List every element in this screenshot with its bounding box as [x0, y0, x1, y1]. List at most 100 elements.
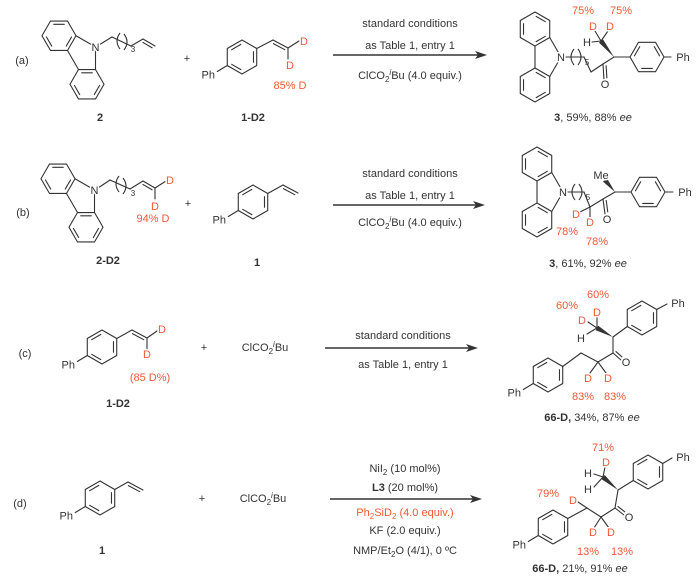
- deuterium-content: 78%: [586, 236, 608, 248]
- double-bond-inner: [131, 333, 145, 341]
- aromatic-bond: [631, 324, 642, 332]
- text-segment: , 61%, 92%: [555, 258, 614, 270]
- bond: [227, 209, 239, 218]
- bond: [116, 329, 133, 340]
- reagent-formula: ClCO2iBu: [242, 340, 289, 356]
- bond: [590, 63, 604, 73]
- aromatic-bond: [537, 226, 548, 234]
- aromatic-bond: [542, 513, 553, 521]
- text-segment: ee: [627, 412, 639, 424]
- double-bond: [602, 198, 606, 215]
- methyl-label: Me: [593, 170, 608, 182]
- benzene-ring: [630, 176, 666, 208]
- text-segment: 2: [269, 347, 274, 356]
- aromatic-bond: [89, 484, 100, 492]
- chain-repeat-count: 3: [131, 45, 136, 54]
- condition-ligand: L3 (20 mol%): [372, 482, 438, 494]
- double-bond-inner: [605, 199, 609, 213]
- deuterium-label: D: [166, 175, 174, 187]
- condition-line: standard conditions: [355, 330, 451, 342]
- text-segment: 2: [391, 550, 396, 559]
- text-segment: 2: [383, 468, 388, 477]
- benzene-ring: [532, 357, 564, 393]
- deuterium-content: 83%: [572, 391, 594, 403]
- bond: [593, 516, 602, 529]
- product-caption: 3, 59%, 88% ee: [554, 112, 632, 124]
- aromatic-bond: [65, 36, 73, 47]
- aromatic-bond: [537, 381, 548, 389]
- deuterium-content: 78%: [556, 226, 578, 238]
- deuterium-label: D: [300, 36, 308, 48]
- bond: [580, 352, 599, 363]
- bond: [656, 303, 668, 311]
- double-bond-inner: [617, 505, 626, 513]
- bond: [66, 49, 80, 71]
- close-paren: [577, 48, 582, 66]
- product-caption: 3, 61%, 92% ee: [549, 258, 627, 270]
- atom-o: O: [603, 214, 612, 226]
- benzene-ring: [237, 184, 269, 220]
- bond: [586, 507, 602, 518]
- aromatic-bond: [242, 208, 253, 216]
- hydrogen-label: H: [584, 468, 592, 480]
- aromatic-bond: [535, 35, 546, 43]
- aromatic-bond: [231, 63, 242, 71]
- open-paren: [116, 32, 121, 50]
- aromatic-bond: [637, 478, 648, 486]
- double-bond: [282, 184, 299, 194]
- carbazole-ring: [41, 20, 77, 52]
- carbazole-ring: [521, 146, 553, 182]
- text-segment: Bu (4.0 equiv.): [391, 70, 462, 82]
- arrowhead: [473, 201, 485, 209]
- benzene-ring: [537, 509, 569, 545]
- atom-n: N: [92, 42, 100, 54]
- bond: [287, 40, 300, 49]
- aromatic-bond: [72, 227, 80, 239]
- open-paren: [571, 183, 576, 201]
- aromatic-bond: [73, 84, 81, 96]
- bond: [597, 361, 607, 374]
- bond: [600, 507, 616, 518]
- atom-n: N: [91, 185, 99, 197]
- deuterium-content: 85% D: [273, 80, 306, 92]
- deuterium-label: D: [589, 21, 597, 33]
- atom-n: N: [559, 187, 567, 199]
- double-bond-inner: [142, 183, 153, 191]
- bond: [600, 30, 609, 42]
- deuterium-label: D: [593, 307, 601, 319]
- bond: [577, 501, 588, 509]
- bond: [114, 481, 129, 491]
- plus-sign: +: [184, 53, 190, 65]
- condition-reagent: ClCO2iBu (4.0 equiv.): [358, 68, 462, 84]
- aromatic-bond: [44, 179, 52, 190]
- deuterium-content: 75%: [610, 5, 632, 17]
- double-bond-inner: [127, 485, 141, 493]
- bond: [154, 180, 167, 189]
- deuterium-content: 60%: [556, 300, 578, 312]
- deuterium-label: D: [569, 495, 577, 507]
- atom-o: O: [601, 79, 610, 91]
- bond: [662, 457, 673, 465]
- double-bond-inner: [282, 188, 296, 196]
- chain-repeat-count: 5: [585, 58, 590, 67]
- aromatic-bond: [64, 179, 72, 190]
- aromatic-bond: [242, 188, 253, 196]
- deuterium-label: D: [578, 315, 586, 327]
- condition-line: as Table 1, entry 1: [365, 190, 455, 202]
- bond: [74, 178, 96, 191]
- aromatic-bond: [535, 15, 546, 23]
- aromatic-bond: [91, 333, 102, 341]
- bond: [617, 479, 634, 491]
- text-segment: ee: [615, 258, 627, 270]
- bond: [586, 327, 598, 335]
- condition-solvent: NMP/Et2O (4/1), 0 ºC: [353, 545, 457, 559]
- scheme-label-c: (c): [19, 348, 32, 360]
- double-bond: [272, 39, 289, 49]
- phenyl-label: Ph: [676, 452, 689, 464]
- deuterium-label: D: [589, 527, 597, 539]
- text-segment: ClCO: [240, 493, 267, 505]
- bond: [602, 56, 615, 65]
- compound-id: 1: [99, 545, 105, 557]
- condition-line: as Table 1, entry 1: [365, 40, 455, 52]
- bond: [109, 179, 131, 190]
